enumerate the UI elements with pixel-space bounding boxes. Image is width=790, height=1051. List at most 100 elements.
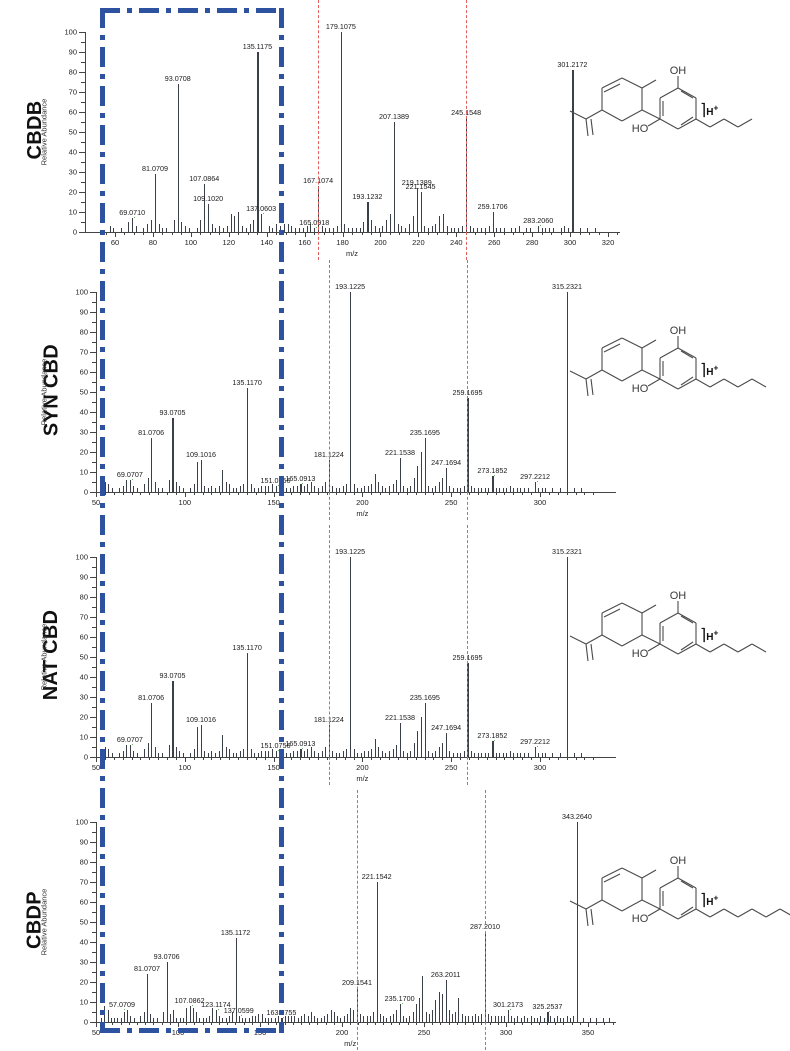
x-tick: [380, 232, 382, 237]
y-tick-minor: [92, 972, 96, 973]
minor-peak: [272, 228, 274, 232]
minor-peak: [211, 224, 213, 232]
minor-peak: [478, 1016, 480, 1022]
y-tick: [90, 557, 96, 558]
minor-peak: [223, 228, 225, 232]
x-tick-minor: [389, 492, 391, 495]
x-tick-minor: [424, 757, 426, 760]
highlight-box-segment: [279, 971, 284, 976]
minor-peak: [435, 1000, 437, 1022]
minor-peak: [255, 1016, 257, 1022]
minor-peak: [135, 226, 137, 232]
highlight-box-segment: [100, 230, 105, 235]
svg-text:OH: OH: [670, 325, 687, 337]
minor-peak: [333, 228, 335, 232]
peak-bar: [446, 468, 448, 492]
y-tick: [90, 617, 96, 618]
peak-bar: [275, 751, 277, 757]
x-tick-label: 300: [499, 1028, 513, 1037]
minor-peak: [200, 220, 202, 232]
x-tick-minor: [300, 757, 302, 760]
x-tick-label: 220: [412, 238, 425, 247]
minor-peak: [110, 226, 112, 232]
x-tick: [273, 492, 275, 497]
highlight-box-segment: [100, 593, 105, 613]
minor-peak: [271, 1018, 273, 1022]
x-tick-minor: [186, 1022, 188, 1025]
highlight-box-segment: [127, 8, 132, 13]
minor-peak: [346, 749, 348, 757]
minor-peak: [484, 753, 486, 757]
x-tick: [532, 232, 534, 237]
x-tick-minor: [257, 232, 259, 235]
charge-annotation: ⌉H+: [700, 102, 719, 119]
x-tick-minor: [407, 1022, 409, 1025]
minor-peak: [389, 1016, 391, 1022]
minor-peak: [563, 1018, 565, 1022]
peak-label: 315.2321: [552, 547, 583, 556]
minor-peak: [509, 751, 511, 757]
x-tick-minor: [557, 492, 559, 495]
x-tick-minor: [361, 232, 363, 235]
peak-bar: [399, 723, 402, 757]
minor-peak: [158, 224, 160, 232]
peak-bar: [492, 212, 494, 232]
minor-peak: [122, 751, 124, 757]
x-tick-minor: [202, 492, 204, 495]
x-tick: [228, 232, 230, 237]
y-tick-label: 50: [79, 387, 88, 397]
correlation-line: [328, 525, 330, 785]
y-tick: [79, 132, 85, 133]
minor-peak: [222, 735, 224, 757]
minor-peak: [342, 486, 344, 492]
minor-peak: [342, 751, 344, 757]
minor-peak: [580, 753, 582, 757]
highlight-box-segment: [100, 983, 105, 1003]
minor-peak: [214, 488, 216, 492]
highlight-box-segment: [279, 398, 284, 418]
minor-peak: [421, 717, 422, 757]
peak-label: 247.1694: [431, 723, 462, 732]
minor-peak: [332, 751, 334, 757]
x-tick-minor: [200, 232, 202, 235]
minor-peak: [497, 1016, 499, 1022]
minor-peak: [573, 753, 575, 757]
x-tick-label: 150: [267, 763, 280, 772]
minor-peak: [449, 486, 451, 492]
x-tick-minor: [408, 232, 410, 235]
x-tick-minor: [137, 1022, 138, 1025]
highlight-box-segment: [100, 35, 105, 40]
x-tick-label: 200: [356, 763, 369, 772]
highlight-box-segment: [100, 308, 105, 313]
minor-peak: [366, 1016, 368, 1022]
minor-peak: [480, 228, 482, 232]
correlation-line: [484, 790, 486, 1050]
x-tick: [570, 232, 572, 237]
highlight-box-segment: [217, 8, 237, 13]
minor-peak: [243, 484, 245, 492]
minor-peak: [268, 226, 270, 232]
y-tick: [90, 1022, 96, 1023]
correlation-line: [467, 260, 469, 520]
x-tick-minor: [522, 1022, 524, 1025]
x-tick-minor: [560, 232, 562, 235]
minor-peak: [193, 484, 195, 492]
minor-peak: [406, 753, 408, 757]
y-tick: [79, 92, 85, 93]
minor-peak: [158, 488, 160, 492]
y-tick: [79, 32, 85, 33]
minor-peak: [123, 1012, 125, 1022]
y-axis-line: [96, 292, 97, 492]
minor-peak: [374, 226, 376, 232]
x-tick-minor: [522, 492, 524, 495]
minor-peak: [456, 488, 458, 492]
minor-peak: [249, 224, 251, 232]
minor-peak: [360, 753, 362, 757]
minor-peak: [239, 751, 241, 757]
peak-bar: [492, 741, 494, 757]
minor-peak: [435, 751, 437, 757]
minor-peak: [161, 753, 163, 757]
minor-peak: [448, 1010, 450, 1022]
highlight-box-segment: [256, 8, 276, 13]
highlight-box-segment: [279, 308, 284, 313]
